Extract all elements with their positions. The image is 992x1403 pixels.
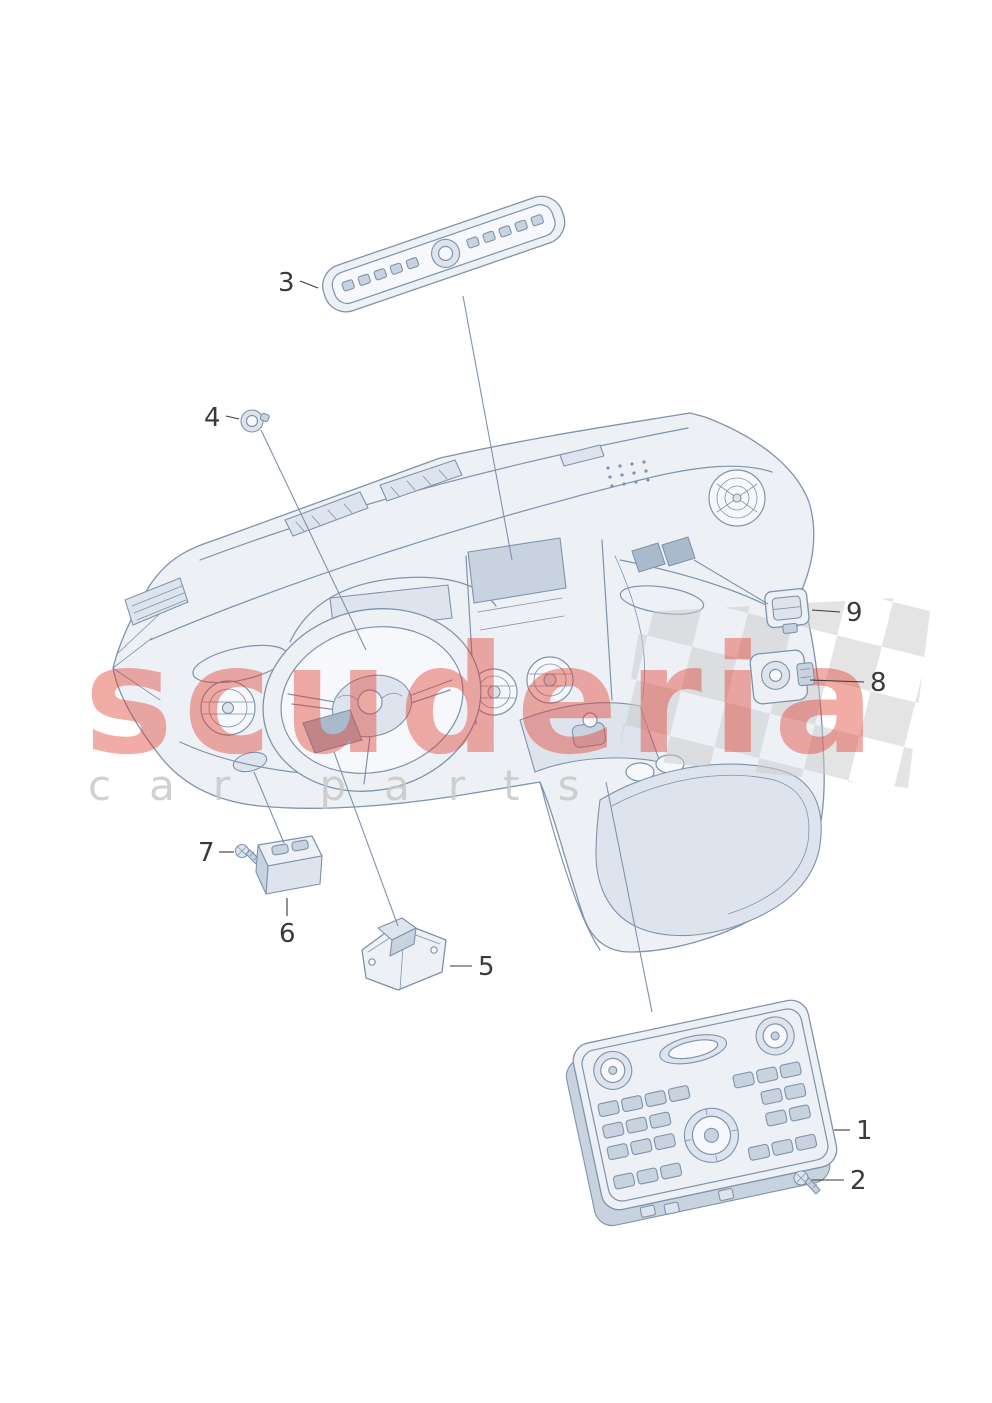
left-air-vent (200, 680, 256, 736)
mount-marker-switch-a (631, 542, 666, 573)
dash-top-edge (149, 465, 773, 641)
part-switch-bracket-5 (333, 751, 447, 991)
speaker-grille-dots (606, 460, 650, 488)
part-push-switch (240, 409, 367, 651)
part-switch-6 (253, 771, 323, 916)
leader-part3 (462, 295, 513, 561)
armrest (595, 763, 822, 937)
panel-buttons (597, 1061, 818, 1190)
callouts: 3 4 9 8 7 6 5 1 2 (198, 268, 887, 1196)
center-stack-trim (477, 597, 565, 631)
labelline-3 (299, 280, 319, 289)
dashboard-assembly (112, 412, 825, 953)
leader-part9 (693, 559, 769, 605)
part-screw-2 (793, 1170, 821, 1195)
steering-spokes (287, 679, 453, 785)
labelline-9 (811, 609, 841, 613)
callout-4[interactable]: 4 (204, 403, 221, 433)
labelline-4 (225, 415, 240, 420)
center-stack-opening (467, 537, 567, 604)
watermark-subtitle: car parts (88, 761, 617, 810)
callout-9[interactable]: 9 (846, 598, 863, 628)
watermark: scuderia car parts (84, 596, 932, 810)
right-air-vent (708, 469, 766, 527)
leader-part4 (260, 429, 367, 651)
callout-7[interactable]: 7 (198, 838, 215, 868)
center-air-vent-right (526, 656, 574, 704)
callout-2[interactable]: 2 (850, 1166, 867, 1196)
callout-6[interactable]: 6 (279, 919, 296, 949)
part-switch-9 (693, 559, 810, 634)
mount-marker-switch-b (661, 536, 696, 567)
callout-5[interactable]: 5 (478, 952, 495, 982)
defroster-vent-right (379, 459, 463, 502)
watermark-brand: scuderia (84, 614, 885, 788)
leader-part5 (333, 751, 399, 927)
left-end-speaker (124, 577, 189, 626)
leader-part1 (605, 781, 653, 1013)
part-heater-control-panel (322, 195, 566, 561)
leader-part6 (253, 771, 285, 844)
callout-8[interactable]: 8 (870, 668, 887, 698)
callout-1[interactable]: 1 (856, 1116, 873, 1146)
center-air-vent-left (470, 668, 518, 716)
bentley-wings-emblem (337, 689, 403, 715)
part-console-control-panel-1 (565, 781, 838, 1227)
callout-3[interactable]: 3 (278, 268, 295, 298)
top-vent-small (559, 444, 605, 467)
mount-marker-column (302, 709, 363, 754)
labelline-8 (809, 679, 865, 683)
part-switch-8 (749, 649, 816, 705)
